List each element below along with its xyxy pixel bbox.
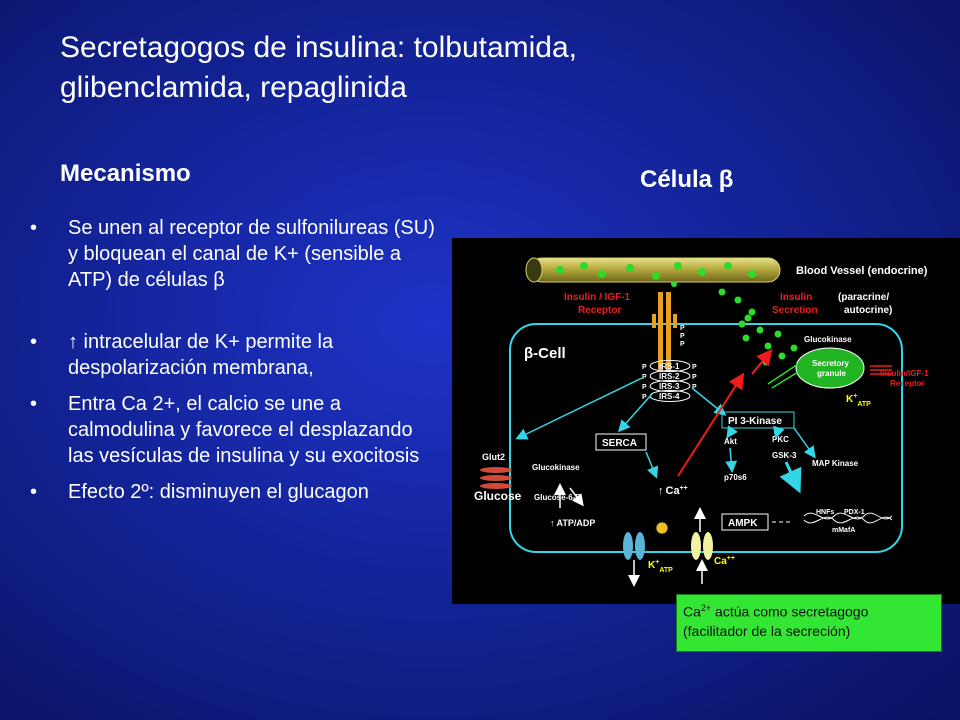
secretory-granule (795, 347, 865, 389)
ampk-box (721, 513, 769, 531)
irs-4-label: IRS-4 (659, 392, 680, 401)
celula-beta-heading: Célula β (640, 166, 734, 193)
hnfs-label: HNFs (816, 509, 834, 516)
autocrine-label: autocrine) (844, 305, 892, 316)
mecanismo-heading: Mecanismo (60, 160, 191, 187)
note-ca-superscript: 2+ (700, 603, 712, 613)
irs-2-label: IRS-2 (659, 372, 680, 381)
receptor-phospho-p: P P P (680, 325, 685, 348)
glut2-label: Glut2 (482, 452, 505, 462)
pi3k-box (721, 411, 795, 429)
irs-3-label: IRS-3 (659, 382, 680, 391)
granule-connector (767, 363, 799, 389)
blood-vessel-end (525, 257, 543, 283)
secretory-granule-label-2: granule (817, 369, 846, 378)
insulin-secretion-label-2: Secretion (772, 305, 818, 316)
ampk-label: AMPK (728, 518, 758, 529)
pathway-arrows-cyan (515, 377, 816, 494)
nucleus-dna (803, 512, 893, 524)
pi3k-label: PI 3-Kinase (728, 416, 782, 427)
svg-text:P: P (680, 341, 685, 348)
k-atp-right-label: K+ATP (846, 393, 871, 408)
k-atp-channel (623, 532, 645, 560)
akt-label: Akt (724, 437, 737, 446)
bullet-item: ↑ intracelular de K+ permite la despolar… (30, 329, 440, 381)
sulfonylurea-site-icon (655, 521, 669, 535)
insulin-igf1-receptor-label: Insulin / IGF-1 (564, 292, 631, 303)
atp-adp-label: ↑ATP/ADP (550, 518, 595, 528)
svg-text:P: P (692, 384, 697, 391)
insulin-secretion-label: Insulin (780, 292, 812, 303)
right-receptor (870, 365, 892, 375)
mmafa-label: mMafA (832, 527, 855, 534)
title-line-1: Secretagogos de insulina: tolbutamida, (60, 31, 578, 64)
right-receptor-label: Insulin/IGF-1 (880, 369, 929, 378)
insulin-secretion-dots (718, 288, 798, 366)
bullet-item: Se unen al receptor de sulfonilureas (SU… (30, 215, 440, 293)
serca-box (595, 433, 647, 451)
title-line-2: glibenclamida, repaglinida (60, 71, 407, 104)
note-ca-text: Ca (683, 603, 701, 620)
secretory-granule-label: Secretory (812, 359, 849, 368)
gsk3-label: GSK-3 (772, 451, 797, 460)
note-rest-text: actúa como secretagogo (facilitador de l… (683, 603, 869, 639)
beta-cell-label: β-Cell (524, 345, 566, 362)
glucokinase-label: Glucokinase (532, 463, 580, 472)
svg-text:P: P (680, 333, 685, 340)
svg-text:P: P (642, 384, 647, 391)
mechanism-bullet-list: Se unen al receptor de sulfonilureas (SU… (30, 215, 440, 515)
irs-proteins: IRS-1 IRS-2 IRS-3 IRS-4 P P P P P P P (642, 360, 697, 402)
svg-text:P: P (692, 364, 697, 371)
glucose-outside-label: Glucose (474, 489, 522, 503)
glut2-transporter (480, 467, 512, 489)
paracrine-label: (paracrine/ (838, 292, 889, 303)
ca-channel (691, 532, 713, 560)
glucokinase-top-label: Glucokinase (804, 335, 852, 344)
bullet-item: Efecto 2º: disminuyen el glucagon (30, 479, 440, 505)
pdx1-label: PDX-1 (844, 509, 865, 516)
blood-vessel-label: Blood Vessel (endocrine) (796, 265, 928, 277)
right-receptor-label-2: Receptor (890, 379, 925, 388)
calcium-secretagogue-note: Ca2+ actúa como secretagogo (facilitador… (676, 594, 942, 652)
svg-text:P: P (680, 325, 685, 332)
pathway-arrows-red (677, 348, 773, 477)
beta-cell-diagram: Blood Vessel (endocrine) β-Cell Insulin … (452, 238, 960, 604)
pkc-label: PKC (772, 435, 789, 444)
serca-label: SERCA (602, 438, 637, 449)
svg-text:P: P (642, 374, 647, 381)
irs-1-label: IRS-1 (659, 362, 680, 371)
slide-title: Secretagogos de insulina: tolbutamida, g… (60, 28, 920, 108)
pathway-arrows-white (554, 483, 708, 587)
ca-inside-label: ↑Ca++ (658, 485, 688, 497)
map-kinase-label: MAP Kinase (812, 459, 859, 468)
k-atp-bottom-label: K+ATP (648, 559, 673, 574)
insulin-receptor (652, 292, 677, 372)
svg-text:P: P (692, 374, 697, 381)
p70s6-label: p70s6 (724, 473, 747, 482)
ca-bottom-label: Ca++ (714, 555, 735, 567)
bullet-item: Entra Ca 2+, el calcio se une a calmodul… (30, 391, 440, 469)
svg-text:P: P (642, 364, 647, 371)
insulin-igf1-receptor-label-2: Receptor (578, 305, 621, 316)
glucose-6p-label: Glucose-6-P (534, 493, 581, 502)
beta-cell-diagram-svg: Blood Vessel (endocrine) β-Cell Insulin … (474, 257, 929, 587)
insulin-dots-vessel (556, 262, 756, 287)
svg-text:P: P (642, 394, 647, 401)
